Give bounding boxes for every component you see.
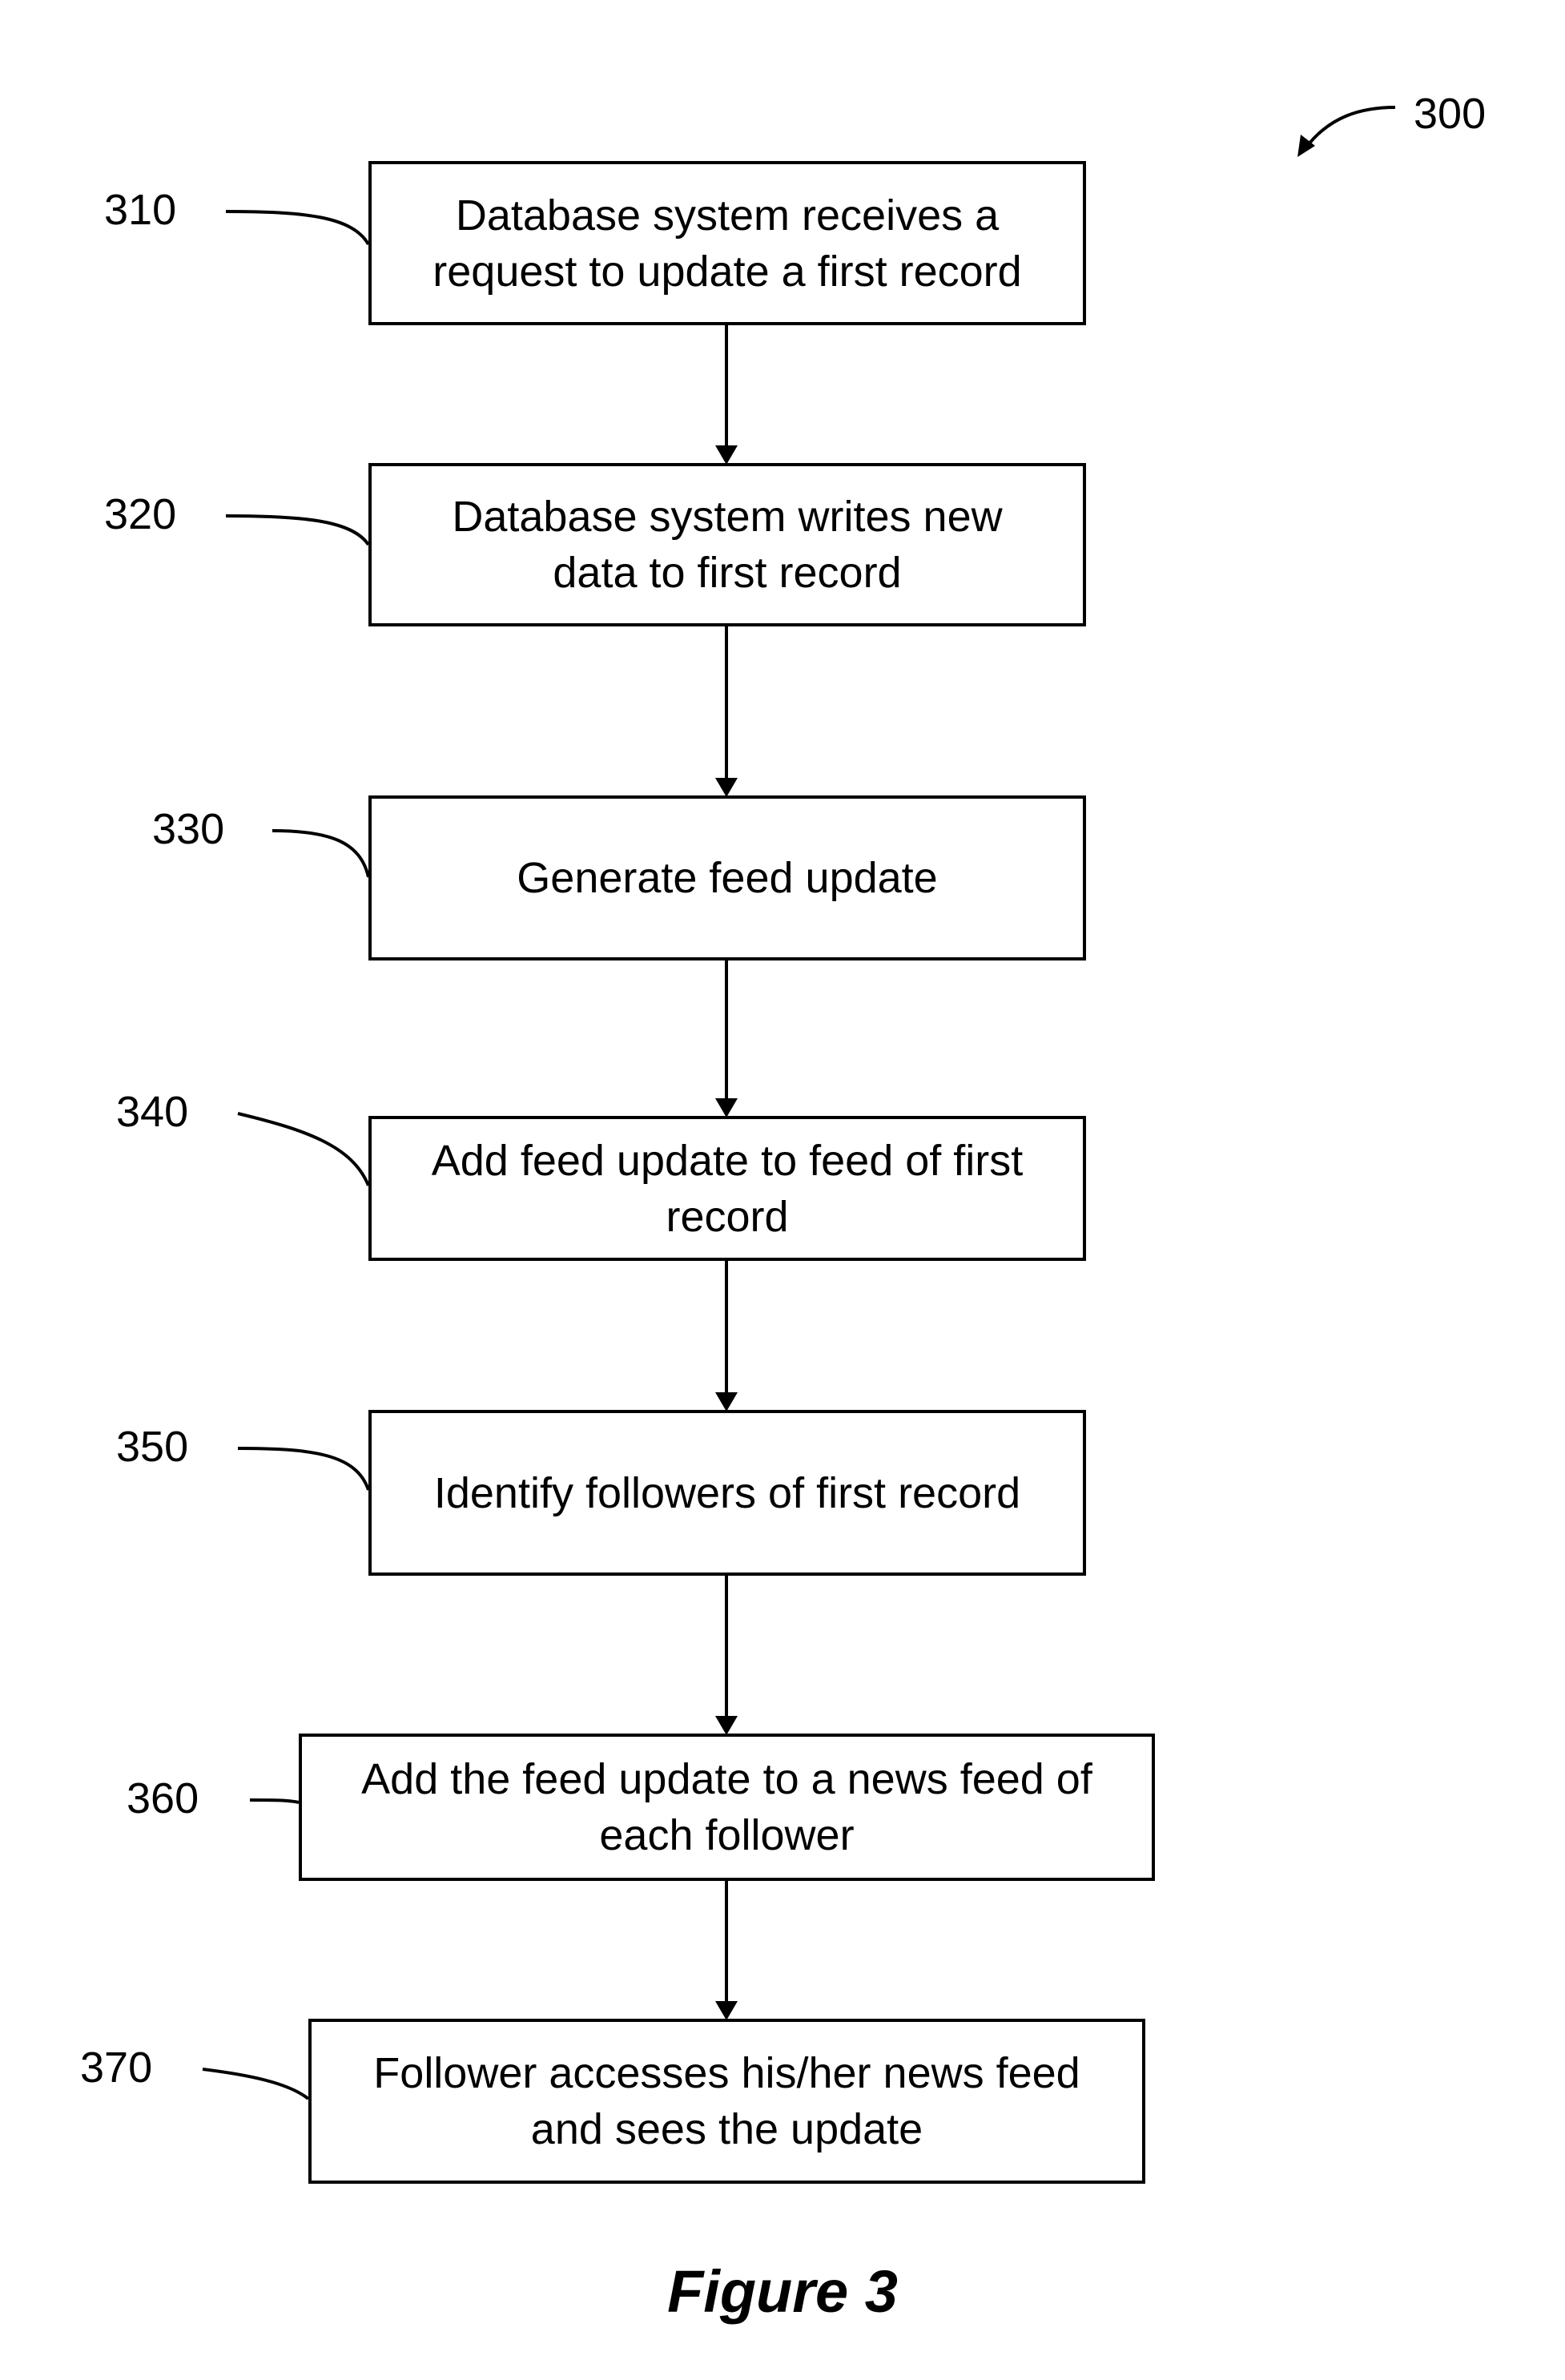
arrowhead-320-330: [715, 778, 738, 797]
leader-line-360: [250, 1800, 299, 1802]
step-340-box: Add feed update to feed of first record: [368, 1116, 1086, 1261]
step-320-box: Database system writes new data to first…: [368, 463, 1086, 626]
figure-caption: Figure 3: [0, 2257, 1565, 2326]
step-310-ref: 310: [104, 186, 176, 234]
arrowhead-360-370: [715, 2001, 738, 2020]
step-370-label: Follower accesses his/her news feed and …: [373, 2045, 1080, 2157]
step-310-box: Database system receives a request to up…: [368, 161, 1086, 325]
step-310-label: Database system receives a request to up…: [432, 187, 1021, 300]
leader-line-320: [226, 516, 368, 545]
step-360-ref: 360: [127, 1774, 199, 1822]
leader-line-340: [238, 1113, 368, 1186]
arrowhead-340-350: [715, 1392, 738, 1411]
step-340-label: Add feed update to feed of first record: [432, 1133, 1024, 1245]
step-350-label: Identify followers of first record: [434, 1465, 1020, 1521]
step-320-ref: 320: [104, 490, 176, 538]
leader-line-330: [272, 831, 368, 877]
step-320-label: Database system writes new data to first…: [452, 489, 1002, 601]
step-350-box: Identify followers of first record: [368, 1410, 1086, 1576]
figure-ref-number: 300: [1414, 90, 1486, 138]
leader-line-310: [226, 211, 368, 244]
step-360-box: Add the feed update to a news feed of ea…: [299, 1734, 1155, 1881]
leader-line-370: [203, 2069, 308, 2099]
arrowhead-350-360: [715, 1716, 738, 1735]
step-330-box: Generate feed update: [368, 795, 1086, 960]
step-360-label: Add the feed update to a news feed of ea…: [361, 1751, 1092, 1863]
arrowhead-330-340: [715, 1098, 738, 1118]
step-350-ref: 350: [116, 1423, 188, 1471]
leader-line-350: [238, 1448, 368, 1490]
figure-ref-leader: [1306, 107, 1395, 148]
step-340-ref: 340: [116, 1088, 188, 1136]
arrowhead-310-320: [715, 445, 738, 465]
step-330-label: Generate feed update: [517, 850, 937, 906]
step-330-ref: 330: [152, 805, 224, 853]
step-370-box: Follower accesses his/her news feed and …: [308, 2019, 1145, 2184]
step-370-ref: 370: [80, 2044, 152, 2092]
